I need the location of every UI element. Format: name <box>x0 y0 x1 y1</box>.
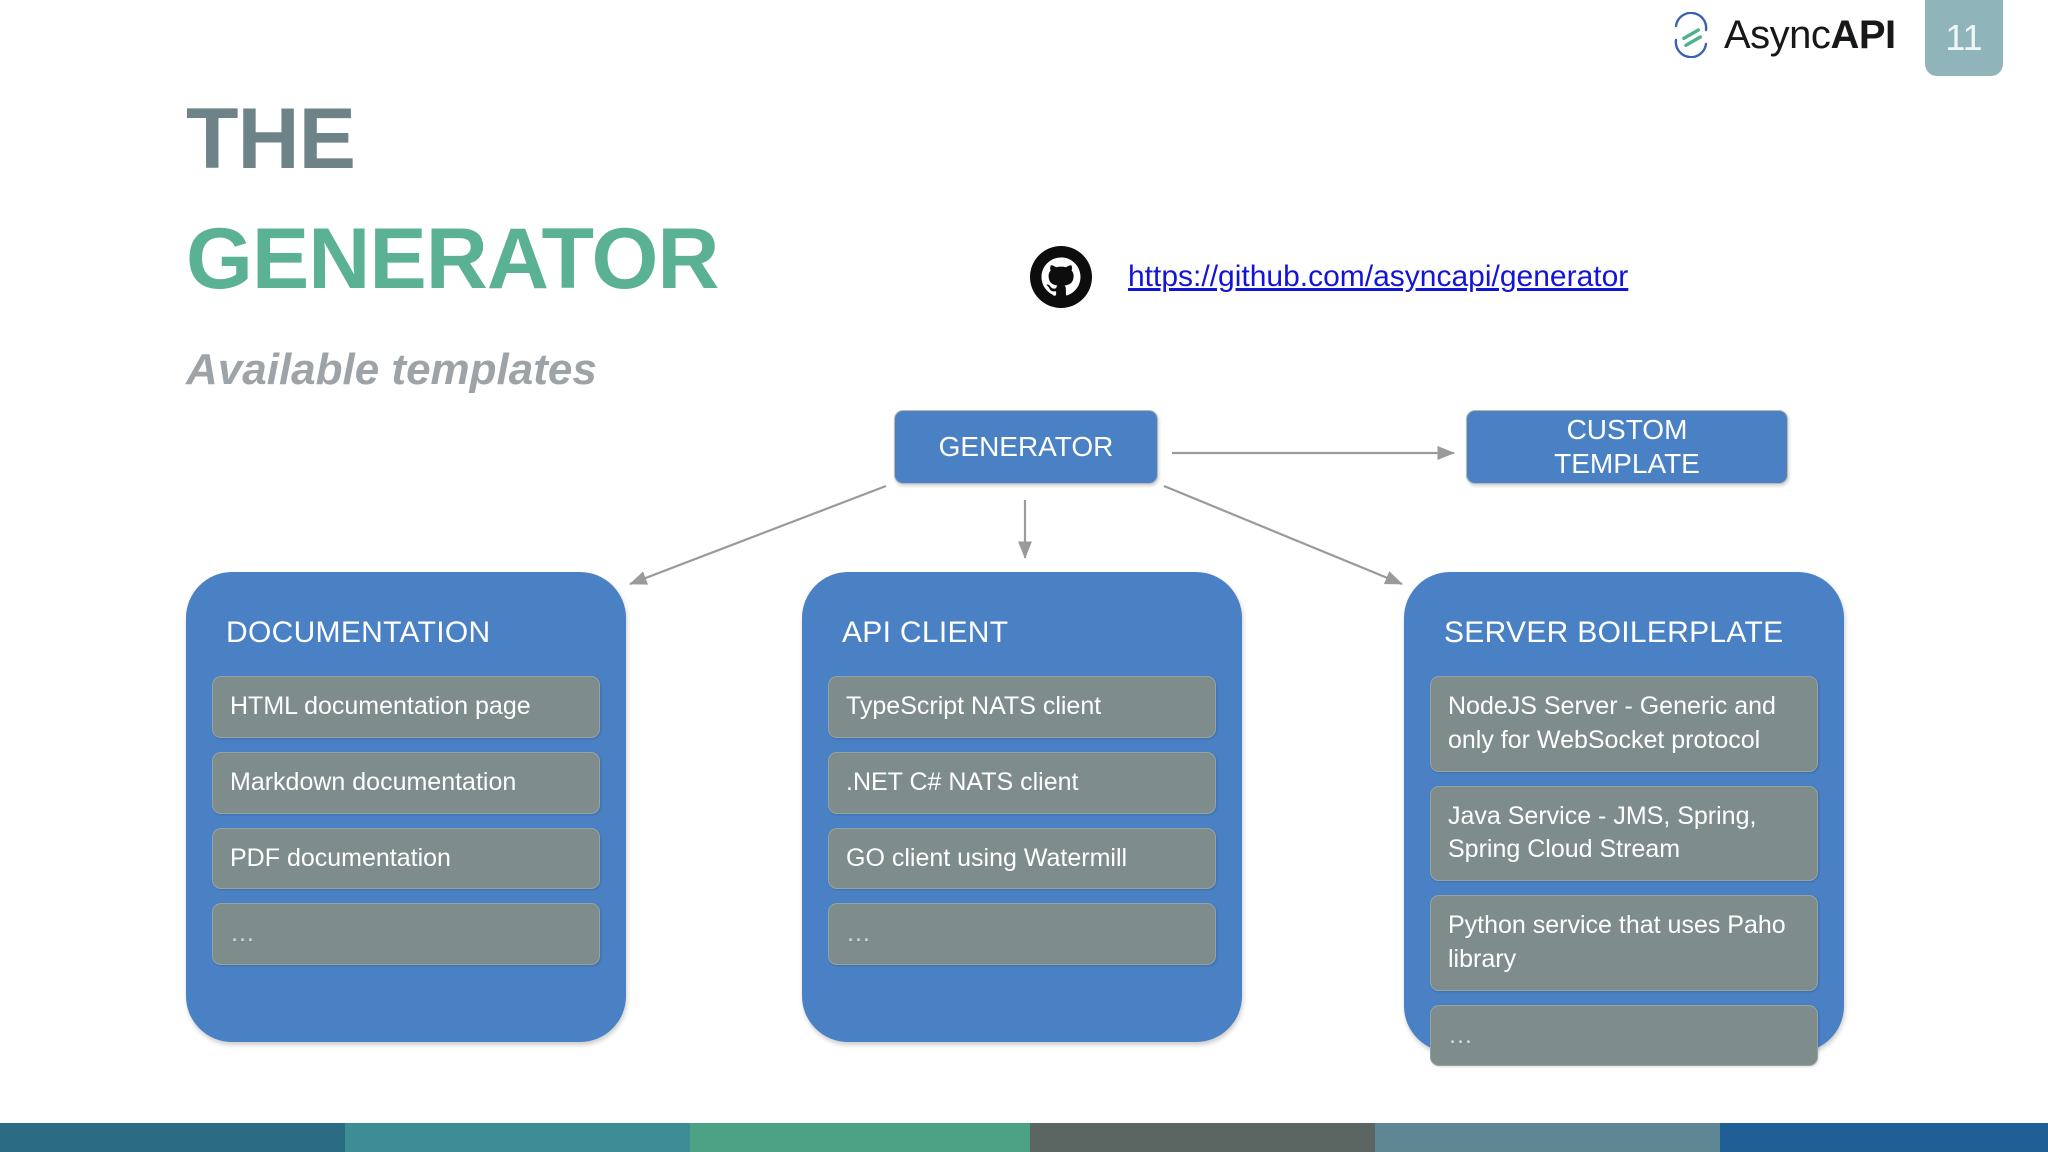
bottom-bar-segment-6 <box>1720 1123 2048 1152</box>
custom-template-line1: CUSTOM <box>1566 414 1688 446</box>
chip-item[interactable]: Java Service - JMS, Spring, Spring Cloud… <box>1430 785 1818 881</box>
chip-item[interactable]: HTML documentation page <box>212 676 600 738</box>
diagram-box-custom-template[interactable]: CUSTOM TEMPLATE <box>1466 410 1788 484</box>
asyncapi-logo-icon <box>1668 11 1714 59</box>
chip-item[interactable]: GO client using Watermill <box>828 827 1216 890</box>
chip-item-ellipsis[interactable]: … <box>212 903 600 965</box>
brand-name-bold: API <box>1830 13 1896 57</box>
chip-item[interactable]: Python service that uses Paho library <box>1430 895 1818 991</box>
page-number-badge: 11 <box>1925 0 2003 76</box>
bottom-bar-segment-4 <box>1030 1123 1375 1152</box>
github-icon <box>1030 246 1092 308</box>
brand-name-light: Async <box>1724 13 1831 57</box>
diagram-box-generator[interactable]: GENERATOR <box>894 410 1158 484</box>
chip-item-ellipsis[interactable]: … <box>828 903 1216 965</box>
chip-item[interactable]: PDF documentation <box>212 827 600 890</box>
page-title-line1: THE <box>186 91 356 187</box>
bottom-color-bar <box>0 1123 2048 1152</box>
bottom-bar-segment-2 <box>345 1123 690 1152</box>
panel-server-boilerplate-items: NodeJS Server - Generic and only for Web… <box>1404 650 1844 1067</box>
panel-api-client[interactable]: API CLIENT TypeScript NATS client .NET C… <box>802 572 1242 1042</box>
page-number-label: 11 <box>1945 17 1983 58</box>
page-title-line2: GENERATOR <box>186 211 720 307</box>
panel-server-boilerplate[interactable]: SERVER BOILERPLATE NodeJS Server - Gener… <box>1404 572 1844 1067</box>
panel-documentation-items: HTML documentation page Markdown documen… <box>186 650 626 965</box>
chip-item[interactable]: .NET C# NATS client <box>828 751 1216 814</box>
panel-api-client-items: TypeScript NATS client .NET C# NATS clie… <box>802 650 1242 965</box>
panel-api-client-title: API CLIENT <box>842 616 1009 649</box>
diagram-box-generator-label: GENERATOR <box>938 431 1114 463</box>
asyncapi-wordmark: AsyncAPI <box>1724 15 1896 55</box>
arrow-generator-to-server-boilerplate <box>1163 484 1403 586</box>
panel-server-boilerplate-title: SERVER BOILERPLATE <box>1444 616 1784 649</box>
github-repo-block: https://github.com/asyncapi/generator <box>1030 246 1628 308</box>
custom-template-line2: TEMPLATE <box>1554 448 1700 479</box>
panel-documentation[interactable]: DOCUMENTATION HTML documentation page Ma… <box>186 572 626 1042</box>
chip-item[interactable]: Markdown documentation <box>212 751 600 814</box>
asyncapi-brand: AsyncAPI <box>1668 11 1896 59</box>
panel-documentation-title: DOCUMENTATION <box>226 616 491 649</box>
bottom-bar-segment-3 <box>690 1123 1030 1152</box>
bottom-bar-segment-5 <box>1375 1123 1720 1152</box>
bottom-bar-segment-1 <box>0 1123 345 1152</box>
chip-item-ellipsis[interactable]: … <box>1430 1004 1818 1067</box>
chip-item[interactable]: NodeJS Server - Generic and only for Web… <box>1430 676 1818 772</box>
chip-item[interactable]: TypeScript NATS client <box>828 676 1216 738</box>
arrow-generator-to-documentation <box>629 484 887 586</box>
diagram-box-custom-template-label: CUSTOM TEMPLATE <box>1554 413 1700 480</box>
page-subtitle: Available templates <box>186 345 597 394</box>
github-repo-link[interactable]: https://github.com/asyncapi/generator <box>1128 260 1629 293</box>
